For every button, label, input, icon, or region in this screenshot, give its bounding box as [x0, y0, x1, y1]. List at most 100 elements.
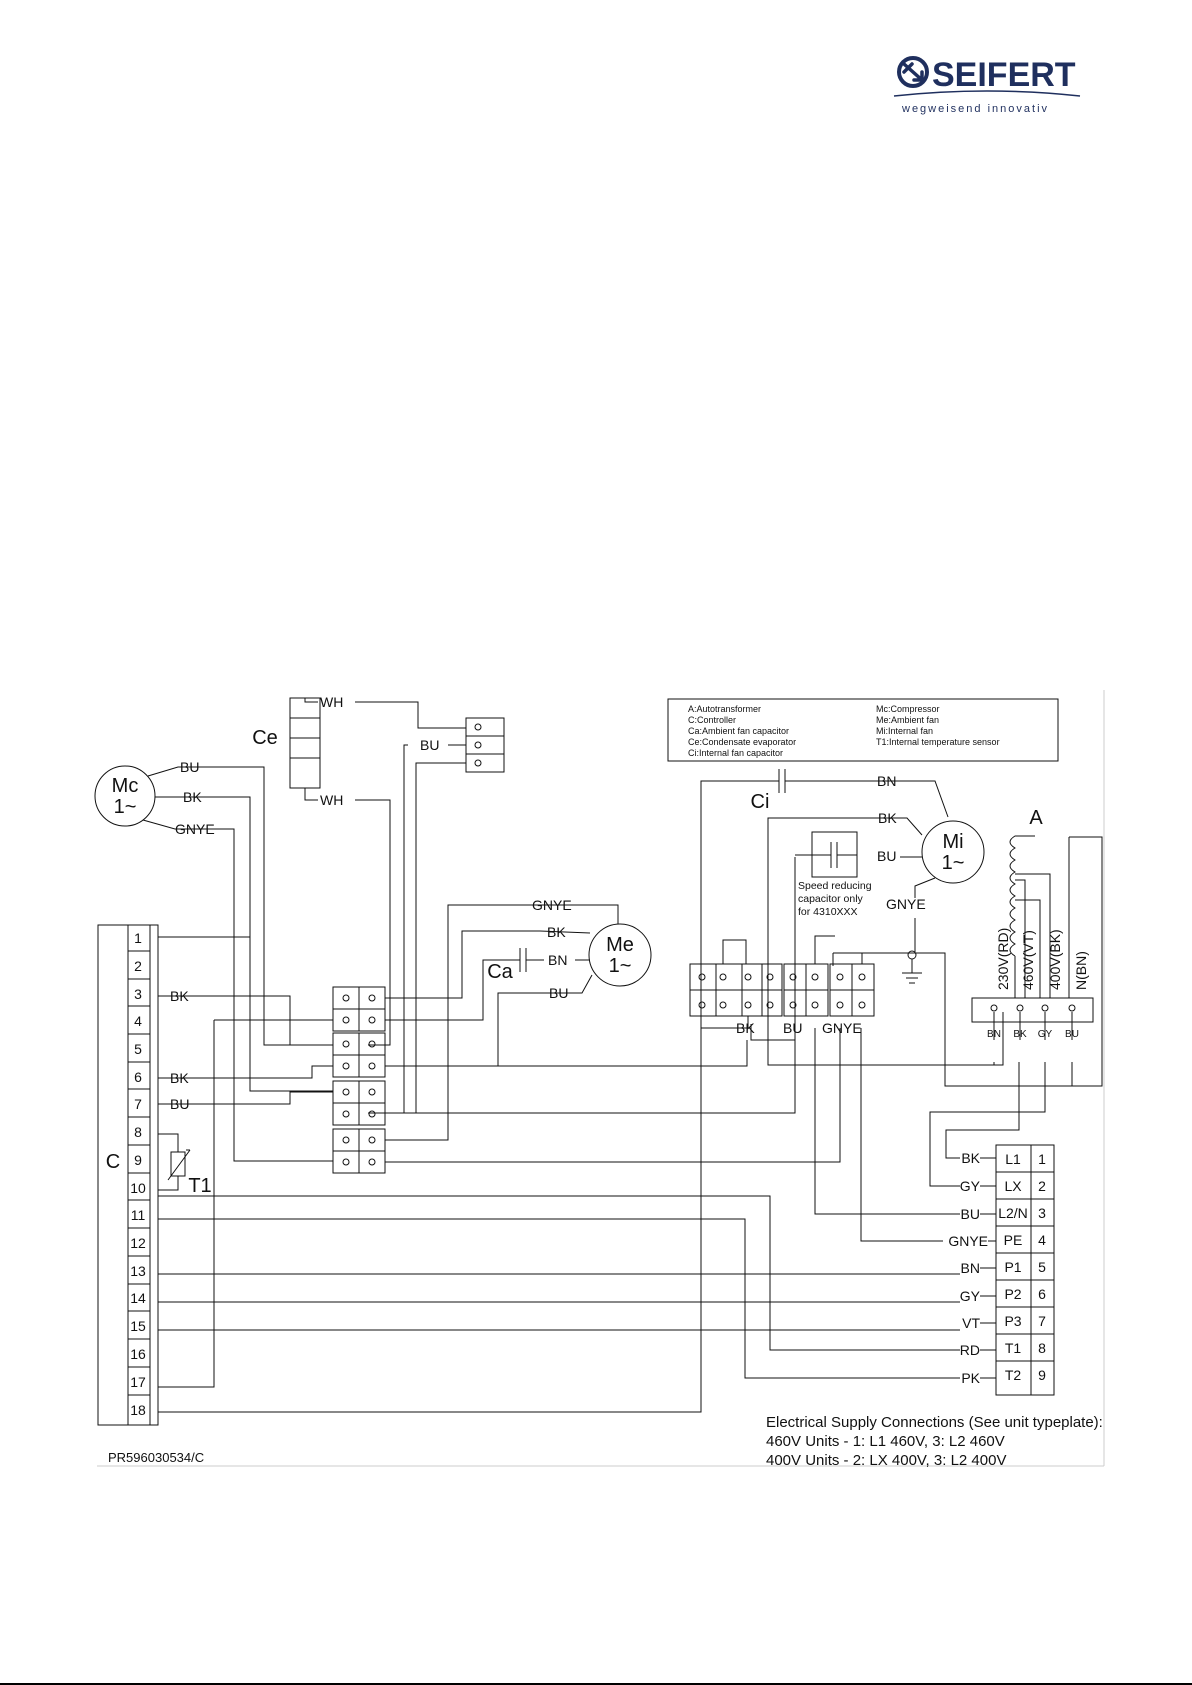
terminal-block-right: [689, 963, 875, 1017]
wire-label: BU: [170, 1096, 189, 1112]
speed-cap-note: for 4310XXX: [798, 906, 858, 918]
wire-label: BK: [736, 1020, 755, 1036]
legend-item: A:Autotransformer: [688, 704, 761, 714]
supply-wire-color: GY: [960, 1288, 981, 1304]
logo-brand: SEIFERT: [932, 56, 1076, 94]
supply-note: 400V Units - 2: LX 400V, 3: L2 400V: [766, 1452, 1006, 1469]
controller-terminal-number: 5: [134, 1041, 142, 1057]
supply-terminal-number: 5: [1038, 1259, 1046, 1275]
label-t1: T1: [188, 1175, 211, 1197]
supply-wire-color: RD: [960, 1342, 980, 1358]
wire-label: GNYE: [886, 896, 926, 912]
wire-label: GNYE: [175, 821, 215, 837]
footer-rule: [0, 1683, 1192, 1685]
supply-terminal-label: P1: [1004, 1259, 1021, 1275]
controller-terminal-number: 9: [134, 1152, 142, 1168]
supply-wire-color: GNYE: [948, 1233, 988, 1249]
supply-terminal-label: T2: [1005, 1367, 1022, 1383]
wire-label: BK: [170, 988, 189, 1004]
autotransformer-terminal: BN: [987, 1029, 1001, 1040]
legend-item: T1:Internal temperature sensor: [876, 737, 1000, 747]
controller-terminal-number: 4: [134, 1013, 142, 1029]
wire-label: BU: [420, 737, 439, 753]
controller-terminal-number: 14: [130, 1290, 146, 1306]
logo-tagline: wegweisend innovativ: [901, 103, 1049, 115]
autotransformer-terminal: BK: [1013, 1029, 1027, 1040]
motor-me-name: Me: [606, 934, 634, 956]
autotransformer-terminal: BU: [1065, 1029, 1079, 1040]
wire-label: WH: [320, 694, 343, 710]
autotransformer-tap: 230V(RD): [995, 928, 1011, 990]
label-ci: Ci: [751, 791, 770, 813]
wire-label: BU: [549, 985, 568, 1001]
speed-cap-note: Speed reducing: [798, 880, 872, 892]
wire-label: BK: [183, 789, 202, 805]
label-a: A: [1029, 807, 1043, 829]
supply-terminal-number: 1: [1038, 1151, 1046, 1167]
terminal-stack-center: [332, 986, 386, 1174]
legend-item: Mi:Internal fan: [876, 726, 933, 736]
seifert-logo: SEIFERT wegweisend innovativ: [893, 56, 1081, 115]
supply-terminal-label: P2: [1004, 1286, 1021, 1302]
condensate-evaporator-ce: [289, 697, 321, 789]
supply-terminal-number: 7: [1038, 1313, 1046, 1329]
controller-terminal-number: 3: [134, 986, 142, 1002]
wire-label: BN: [877, 773, 896, 789]
motor-mc: [94, 765, 156, 827]
controller-terminal-number: 7: [134, 1096, 142, 1112]
controller-terminal-number: 18: [130, 1402, 146, 1418]
legend-box: [667, 698, 1059, 762]
supply-wire-color: BU: [961, 1206, 980, 1222]
seifert-logo-mark-icon: [897, 56, 929, 88]
wire-label: BU: [180, 759, 199, 775]
supply-terminal-number: 3: [1038, 1205, 1046, 1221]
wire-label: BK: [170, 1070, 189, 1086]
wire-label: BU: [877, 848, 896, 864]
autotransformer-tap: 460V(VT): [1020, 930, 1036, 990]
legend-item: Ca:Ambient fan capacitor: [688, 726, 789, 736]
controller-terminal-number: 1: [134, 930, 142, 946]
controller-terminal-number: 16: [130, 1346, 146, 1362]
controller-terminal-number: 13: [130, 1263, 146, 1279]
autotransformer-a: [1009, 835, 1070, 998]
motor-me: [588, 923, 652, 987]
supply-terminal-number: 2: [1038, 1178, 1046, 1194]
speed-cap-note: capacitor only: [798, 893, 864, 905]
terminal-block-top: [465, 717, 505, 773]
motor-mi-name: Mi: [942, 831, 963, 853]
motor-me-phase: 1~: [609, 955, 632, 977]
label-c: C: [106, 1151, 120, 1173]
label-ce: Ce: [252, 727, 278, 749]
wire-label: BK: [547, 924, 566, 940]
autotransformer-tap: 400V(BK): [1047, 929, 1063, 990]
wire-label: BU: [783, 1020, 802, 1036]
supply-note: Electrical Supply Connections (See unit …: [766, 1414, 1103, 1431]
wire-label: BN: [548, 952, 567, 968]
wire-label: BK: [878, 810, 897, 826]
motor-mc-name: Mc: [112, 775, 139, 797]
legend-item: Ci:Internal fan capacitor: [688, 748, 783, 758]
legend-item: Mc:Compressor: [876, 704, 940, 714]
supply-terminal-number: 6: [1038, 1286, 1046, 1302]
supply-terminal-label: L2/N: [998, 1205, 1028, 1221]
controller-terminal-number: 12: [130, 1235, 146, 1251]
controller-c: [97, 924, 129, 1426]
legend-item: C:Controller: [688, 715, 736, 725]
supply-terminal-label: L1: [1005, 1151, 1021, 1167]
drawing-number: PR596030534/C: [108, 1450, 204, 1465]
supply-terminal-label: P3: [1004, 1313, 1021, 1329]
supply-wire-color: PK: [961, 1370, 980, 1386]
supply-terminal-label: PE: [1004, 1232, 1023, 1248]
controller-terminal-number: 11: [131, 1207, 146, 1223]
supply-terminal-number: 8: [1038, 1340, 1046, 1356]
supply-terminal-label: LX: [1004, 1178, 1022, 1194]
wire-label: GNYE: [532, 897, 572, 913]
motor-mi: [921, 820, 985, 884]
supply-terminal-number: 4: [1038, 1232, 1046, 1248]
wire-label: WH: [320, 792, 343, 808]
legend-item: Ce:Condensate evaporator: [688, 737, 796, 747]
supply-terminal-label: T1: [1005, 1340, 1022, 1356]
controller-terminal-number: 2: [134, 958, 142, 974]
controller-terminal-number: 6: [134, 1069, 142, 1085]
controller-terminal-number: 15: [130, 1318, 146, 1334]
